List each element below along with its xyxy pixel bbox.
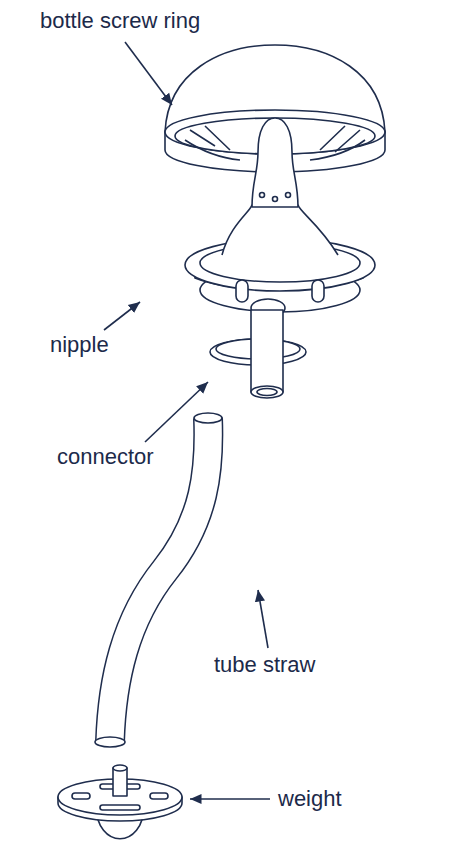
part-label-wrap: connector [57, 444, 154, 470]
nipple-drawing [185, 118, 375, 312]
leader-line [104, 302, 140, 330]
part-label-wrap: bottle screw ring [40, 8, 200, 34]
connector-drawing [210, 299, 306, 398]
part-label: nipple [50, 332, 109, 357]
part-label: weight [278, 786, 342, 811]
part-label-wrap: tube straw [214, 652, 316, 678]
leader-line [145, 382, 208, 442]
leader-lines [104, 42, 270, 799]
leader-line [190, 798, 270, 800]
weight-drawing [58, 765, 182, 839]
part-label-wrap: nipple [50, 332, 109, 358]
leader-line [258, 590, 268, 648]
part-label: tube straw [214, 652, 316, 677]
part-label: bottle screw ring [40, 8, 200, 33]
part-label-wrap: weight [278, 786, 342, 812]
part-label: connector [57, 444, 154, 469]
leader-line [125, 42, 172, 105]
